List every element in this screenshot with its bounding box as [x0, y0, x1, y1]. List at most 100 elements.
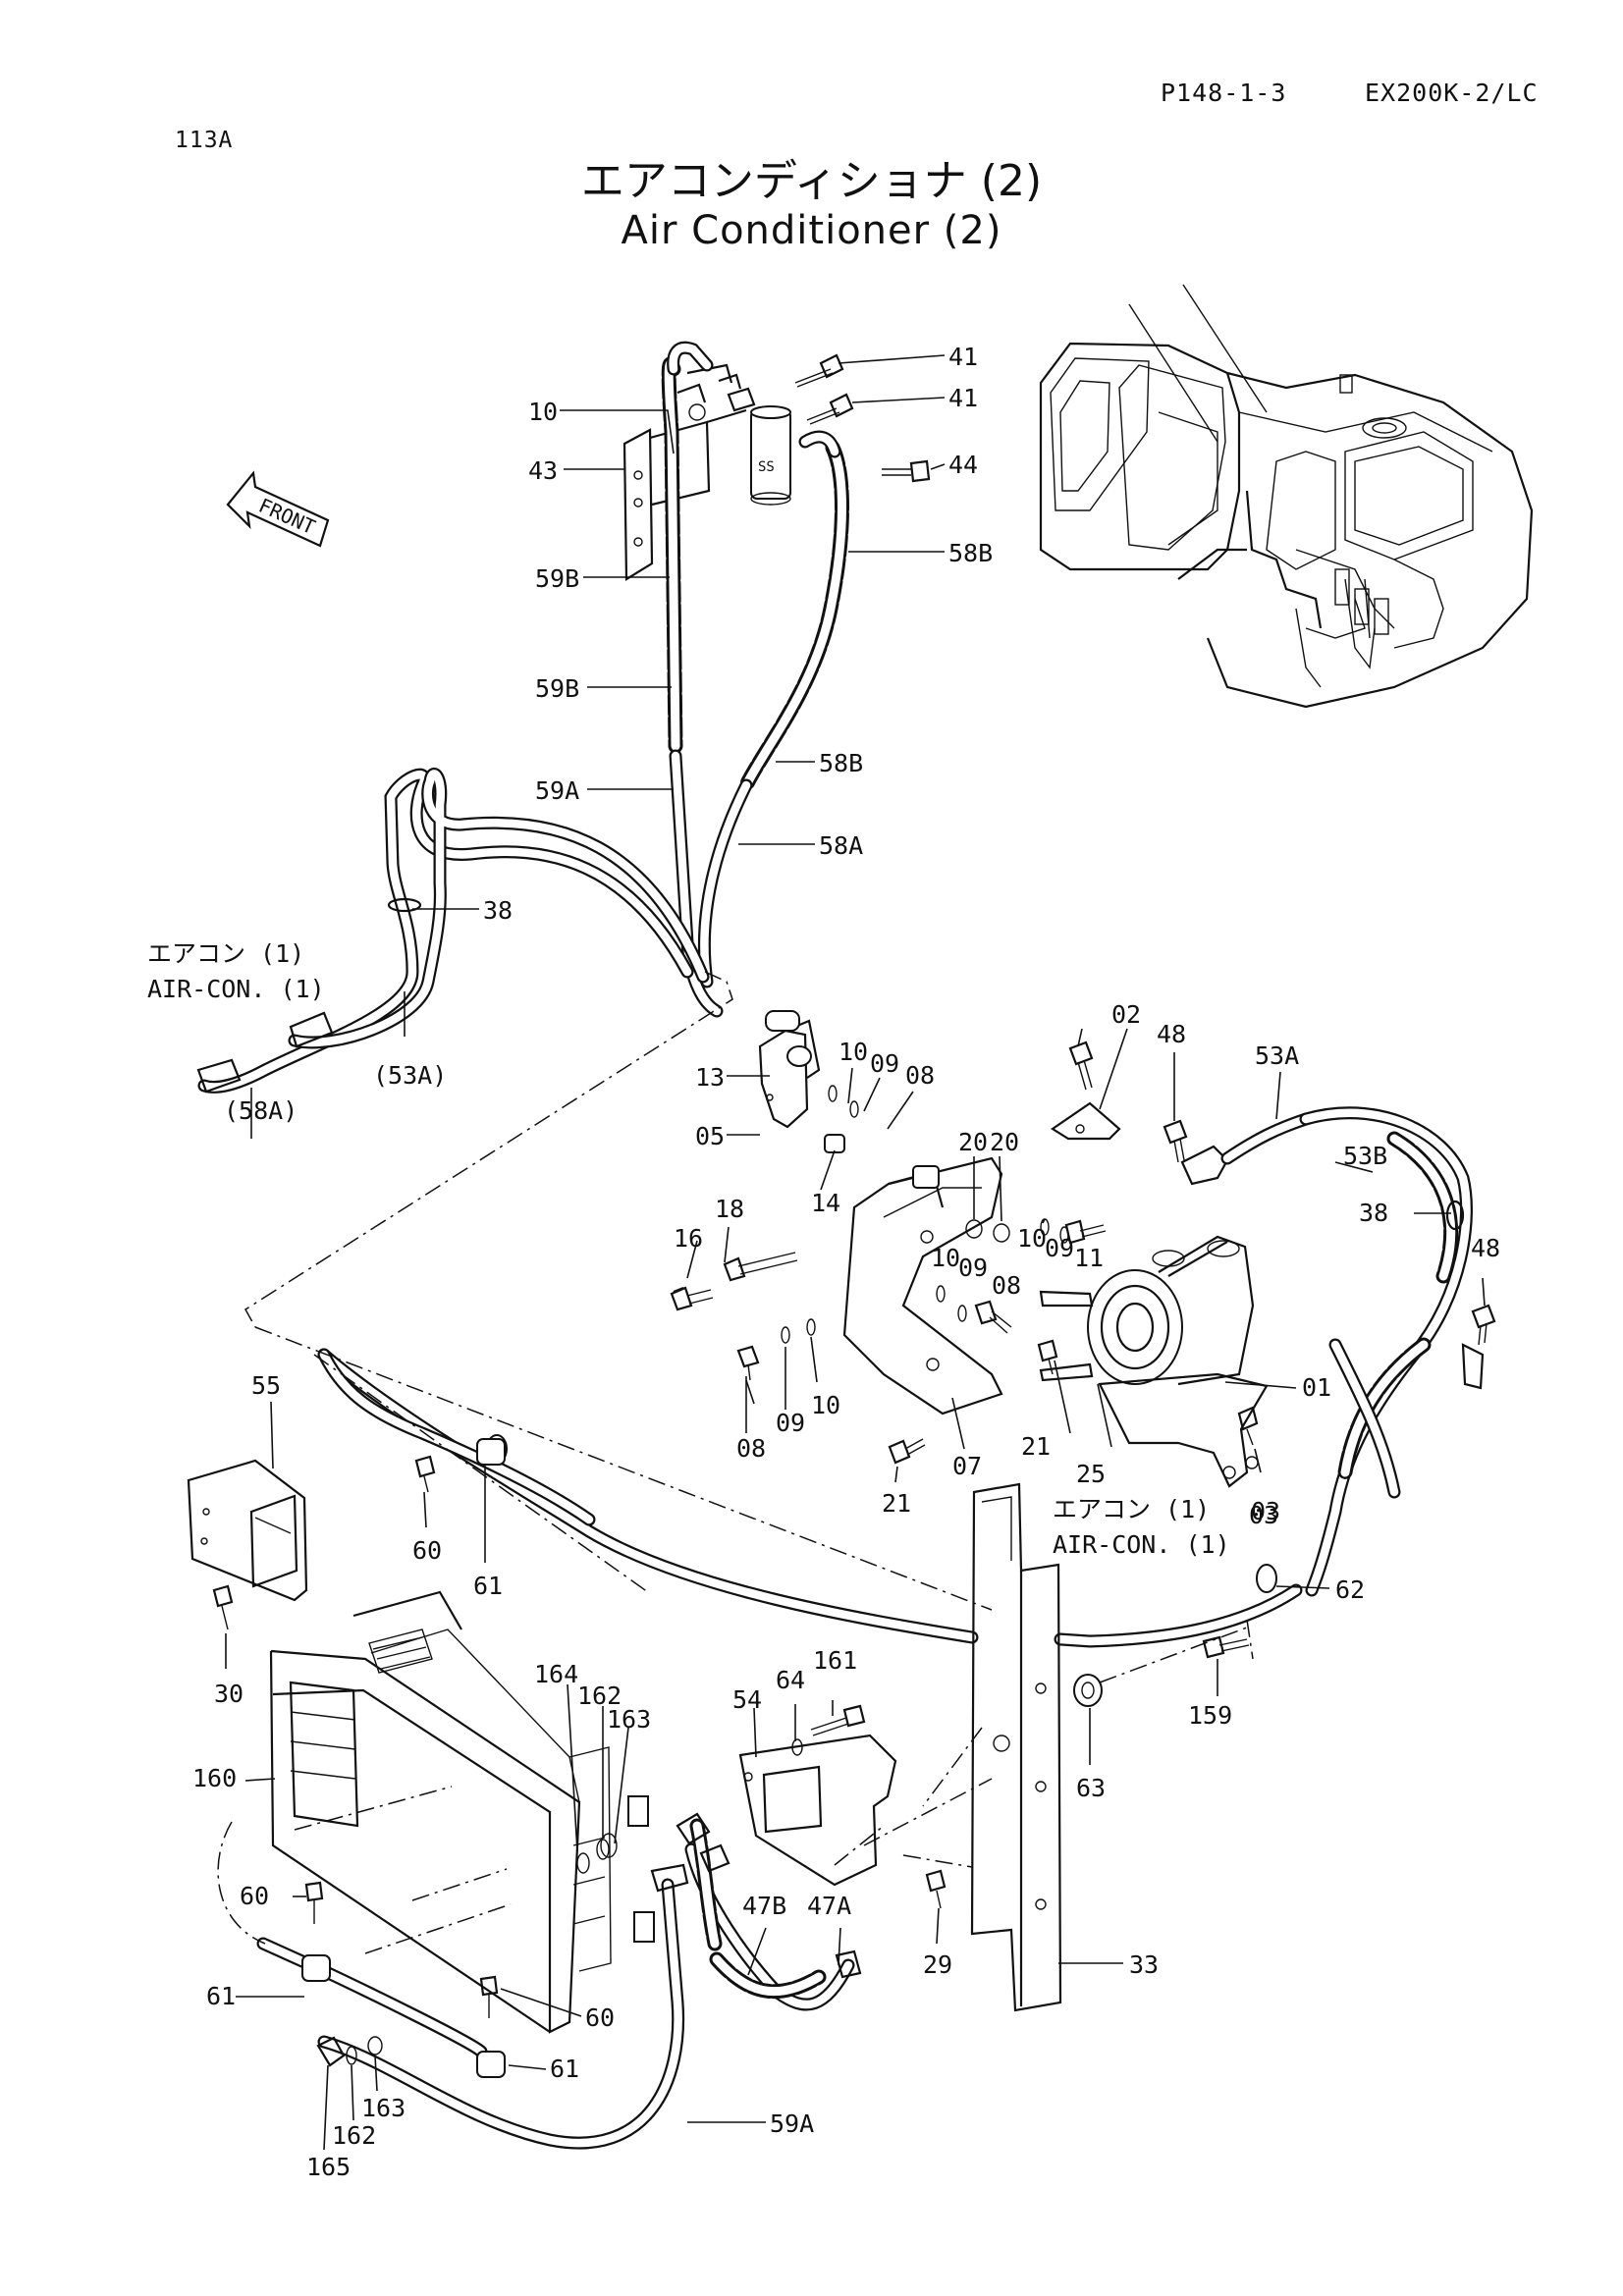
title-english: Air Conditioner (2)	[621, 208, 1002, 253]
bolt-icon	[479, 1975, 499, 2018]
callout: 53A	[1255, 1041, 1299, 1070]
callout: 60	[412, 1536, 442, 1565]
callout: 05	[695, 1122, 725, 1150]
callout: 41	[948, 343, 978, 371]
bolt-icon	[1037, 1339, 1058, 1375]
callout: 03	[1251, 1497, 1280, 1525]
bolt-icon	[1237, 1406, 1259, 1446]
callout: 58B	[948, 539, 993, 567]
callout: 10	[839, 1038, 868, 1066]
bolt-icon	[723, 1252, 798, 1282]
receiver-bracket: SS	[622, 363, 791, 581]
bracket-165	[316, 2036, 383, 2067]
reference-labels: エアコン (1) AIR-CON. (1) エアコン (1) AIR-CON. …	[147, 939, 1230, 1559]
bolt-icon	[1068, 1041, 1094, 1091]
bolt-icon	[1202, 1635, 1250, 1659]
callout: 61	[473, 1572, 503, 1600]
ref-aircon1-en: AIR-CON. (1)	[147, 975, 325, 1003]
callout: 59B	[535, 674, 579, 703]
callout: 58B	[819, 749, 863, 777]
callout: 38	[483, 896, 513, 925]
callout: 48	[1157, 1020, 1186, 1048]
callout: 59B	[535, 564, 579, 593]
callout: 159	[1188, 1701, 1232, 1730]
leader-lines	[225, 354, 1486, 2151]
bolt-icon	[888, 1438, 926, 1465]
callout: 10	[1017, 1224, 1047, 1253]
bolt-icon	[212, 1584, 234, 1630]
hose-53A-53B	[1180, 1106, 1485, 1597]
bracket-05	[758, 1019, 821, 1129]
pipe-59A-lower	[317, 1863, 689, 2150]
bolt-icon	[414, 1455, 436, 1493]
bracket-02	[1050, 1101, 1121, 1141]
callout: 47A	[807, 1892, 851, 1920]
bushing-13	[765, 1010, 800, 1032]
pipe-62	[317, 1338, 1401, 1648]
callout: 53B	[1343, 1142, 1387, 1170]
callout: 163	[607, 1705, 651, 1734]
hose-47A-47B	[676, 1812, 862, 2011]
callout: 162	[577, 1682, 622, 1710]
model-code: EX200K-2/LC	[1365, 79, 1539, 107]
bolt-icon	[806, 393, 854, 425]
callout: (53A)	[373, 1061, 447, 1090]
callout: 38	[1359, 1199, 1388, 1227]
hose-58B-58A	[697, 430, 849, 988]
title-japanese: エアコンディショナ (2)	[580, 156, 1043, 206]
callout: 29	[923, 1950, 952, 1979]
callout: 60	[585, 2003, 615, 2032]
bolt-icon	[794, 353, 844, 388]
callout: 10	[811, 1391, 840, 1419]
callout: 33	[1129, 1950, 1159, 1979]
figure-number: 113A	[175, 128, 234, 153]
bolt-icon	[925, 1869, 947, 1909]
callout: 162	[332, 2121, 376, 2150]
callout: 09	[1045, 1234, 1074, 1262]
bolt-icon	[974, 1300, 1012, 1334]
bolt-icon	[1064, 1219, 1107, 1245]
callout: 07	[952, 1452, 982, 1480]
callout: 164	[534, 1660, 578, 1688]
bolt-icon	[1163, 1119, 1188, 1163]
callout: 11	[1074, 1244, 1104, 1272]
callout: 47B	[742, 1892, 786, 1920]
callout: 25	[1076, 1460, 1106, 1488]
callout: 21	[1021, 1432, 1051, 1461]
callout: 59A	[535, 776, 579, 805]
callout: 09	[776, 1409, 805, 1437]
callout: 20	[958, 1128, 988, 1156]
front-arrow-icon: FRONT	[226, 470, 330, 548]
callout: 20	[990, 1128, 1019, 1156]
callout: 30	[214, 1680, 243, 1708]
ref-aircon1-jp: エアコン (1)	[1053, 1495, 1210, 1523]
callout: 14	[811, 1189, 840, 1217]
compressor	[1039, 1235, 1255, 1386]
bolt-icon	[810, 1704, 866, 1736]
cover-55	[187, 1459, 308, 1602]
bolt-icon	[673, 1286, 684, 1294]
callout: 163	[361, 2094, 406, 2122]
support-bar-33	[970, 1482, 1062, 2012]
callout: 08	[736, 1434, 766, 1463]
callout: 16	[674, 1224, 703, 1253]
callout: 08	[905, 1061, 935, 1090]
excavator-inset	[1039, 284, 1534, 709]
compressor-bracket	[842, 1156, 1003, 1415]
pipes-53A-58A	[196, 768, 710, 1094]
callout: 13	[695, 1063, 725, 1092]
callout: 09	[958, 1254, 988, 1282]
callout: 18	[715, 1195, 744, 1223]
callout: 54	[732, 1685, 762, 1714]
washer-64	[791, 1738, 803, 1756]
pipe-upper-left	[317, 1348, 596, 1526]
callout: 09	[870, 1049, 899, 1078]
callout: 10	[528, 398, 558, 426]
callout-labels: 10 43 59B 59B 59A 38 (53A) (58A) 41 41 4…	[192, 343, 1500, 2181]
bolt-icon	[304, 1881, 324, 1924]
callout: 59A	[770, 2109, 814, 2138]
callout: 55	[251, 1371, 281, 1400]
callout: 01	[1302, 1373, 1331, 1402]
bolt-icon	[1471, 1304, 1496, 1346]
callout: 44	[948, 451, 978, 479]
